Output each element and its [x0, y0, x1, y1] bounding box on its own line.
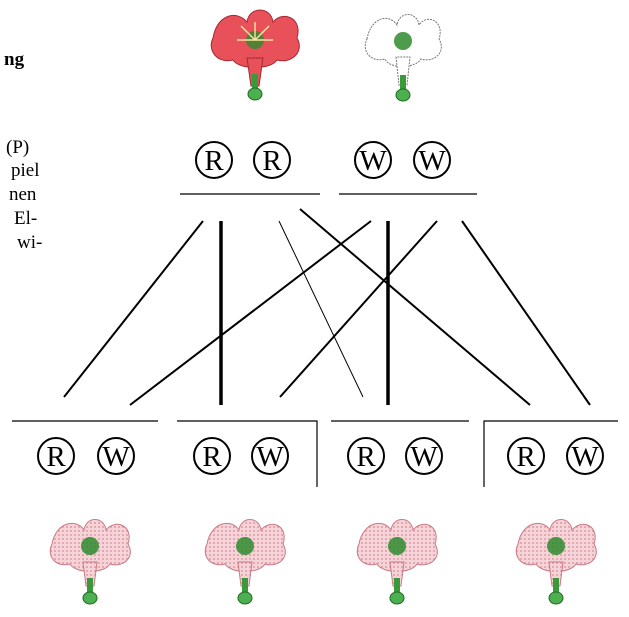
- pink-flower-icon: [49, 519, 131, 605]
- allele-label: R: [46, 441, 66, 473]
- allele-label: R: [202, 441, 222, 473]
- allele-label: W: [410, 441, 438, 473]
- parent-allele-w-1: W: [354, 141, 392, 179]
- text-fragment: piel: [11, 160, 40, 181]
- offspring-allele-r: R: [347, 437, 385, 475]
- allele-label: R: [516, 441, 536, 473]
- pink-flower-icon: [204, 519, 286, 605]
- text-fragment: (P): [6, 137, 30, 158]
- offspring-allele-r: R: [193, 437, 231, 475]
- white-flower-icon: [364, 14, 442, 102]
- allele-label: W: [418, 145, 446, 177]
- offspring-allele-r: R: [507, 437, 545, 475]
- text-fragment: nen: [9, 184, 37, 205]
- offspring-brackets: [12, 420, 618, 487]
- allele-label: W: [571, 441, 599, 473]
- allele-label: W: [102, 441, 130, 473]
- pink-flower-icon: [515, 519, 597, 605]
- offspring-allele-w: W: [251, 437, 289, 475]
- allele-label: R: [356, 441, 376, 473]
- pink-flower-icon: [356, 519, 438, 605]
- offspring-allele-w: W: [566, 437, 604, 475]
- offspring-allele-r: R: [37, 437, 75, 475]
- allele-label: R: [262, 145, 282, 177]
- crossing-lines: [63, 208, 591, 406]
- offspring-alleles: R W R W R W R W: [37, 437, 604, 475]
- offspring-allele-w: W: [97, 437, 135, 475]
- allele-label: R: [204, 145, 224, 177]
- parent-allele-r-1: R: [195, 141, 233, 179]
- text-fragment: ng: [4, 49, 25, 70]
- offspring-allele-w: W: [405, 437, 443, 475]
- allele-label: W: [359, 145, 387, 177]
- red-flower-icon: [210, 9, 300, 101]
- text-fragment: wi-: [17, 232, 43, 253]
- text-fragment: El-: [14, 208, 38, 229]
- parent-allele-r-2: R: [253, 141, 291, 179]
- pink-flowers: [49, 519, 597, 605]
- allele-label: W: [256, 441, 284, 473]
- parent-allele-w-2: W: [413, 141, 451, 179]
